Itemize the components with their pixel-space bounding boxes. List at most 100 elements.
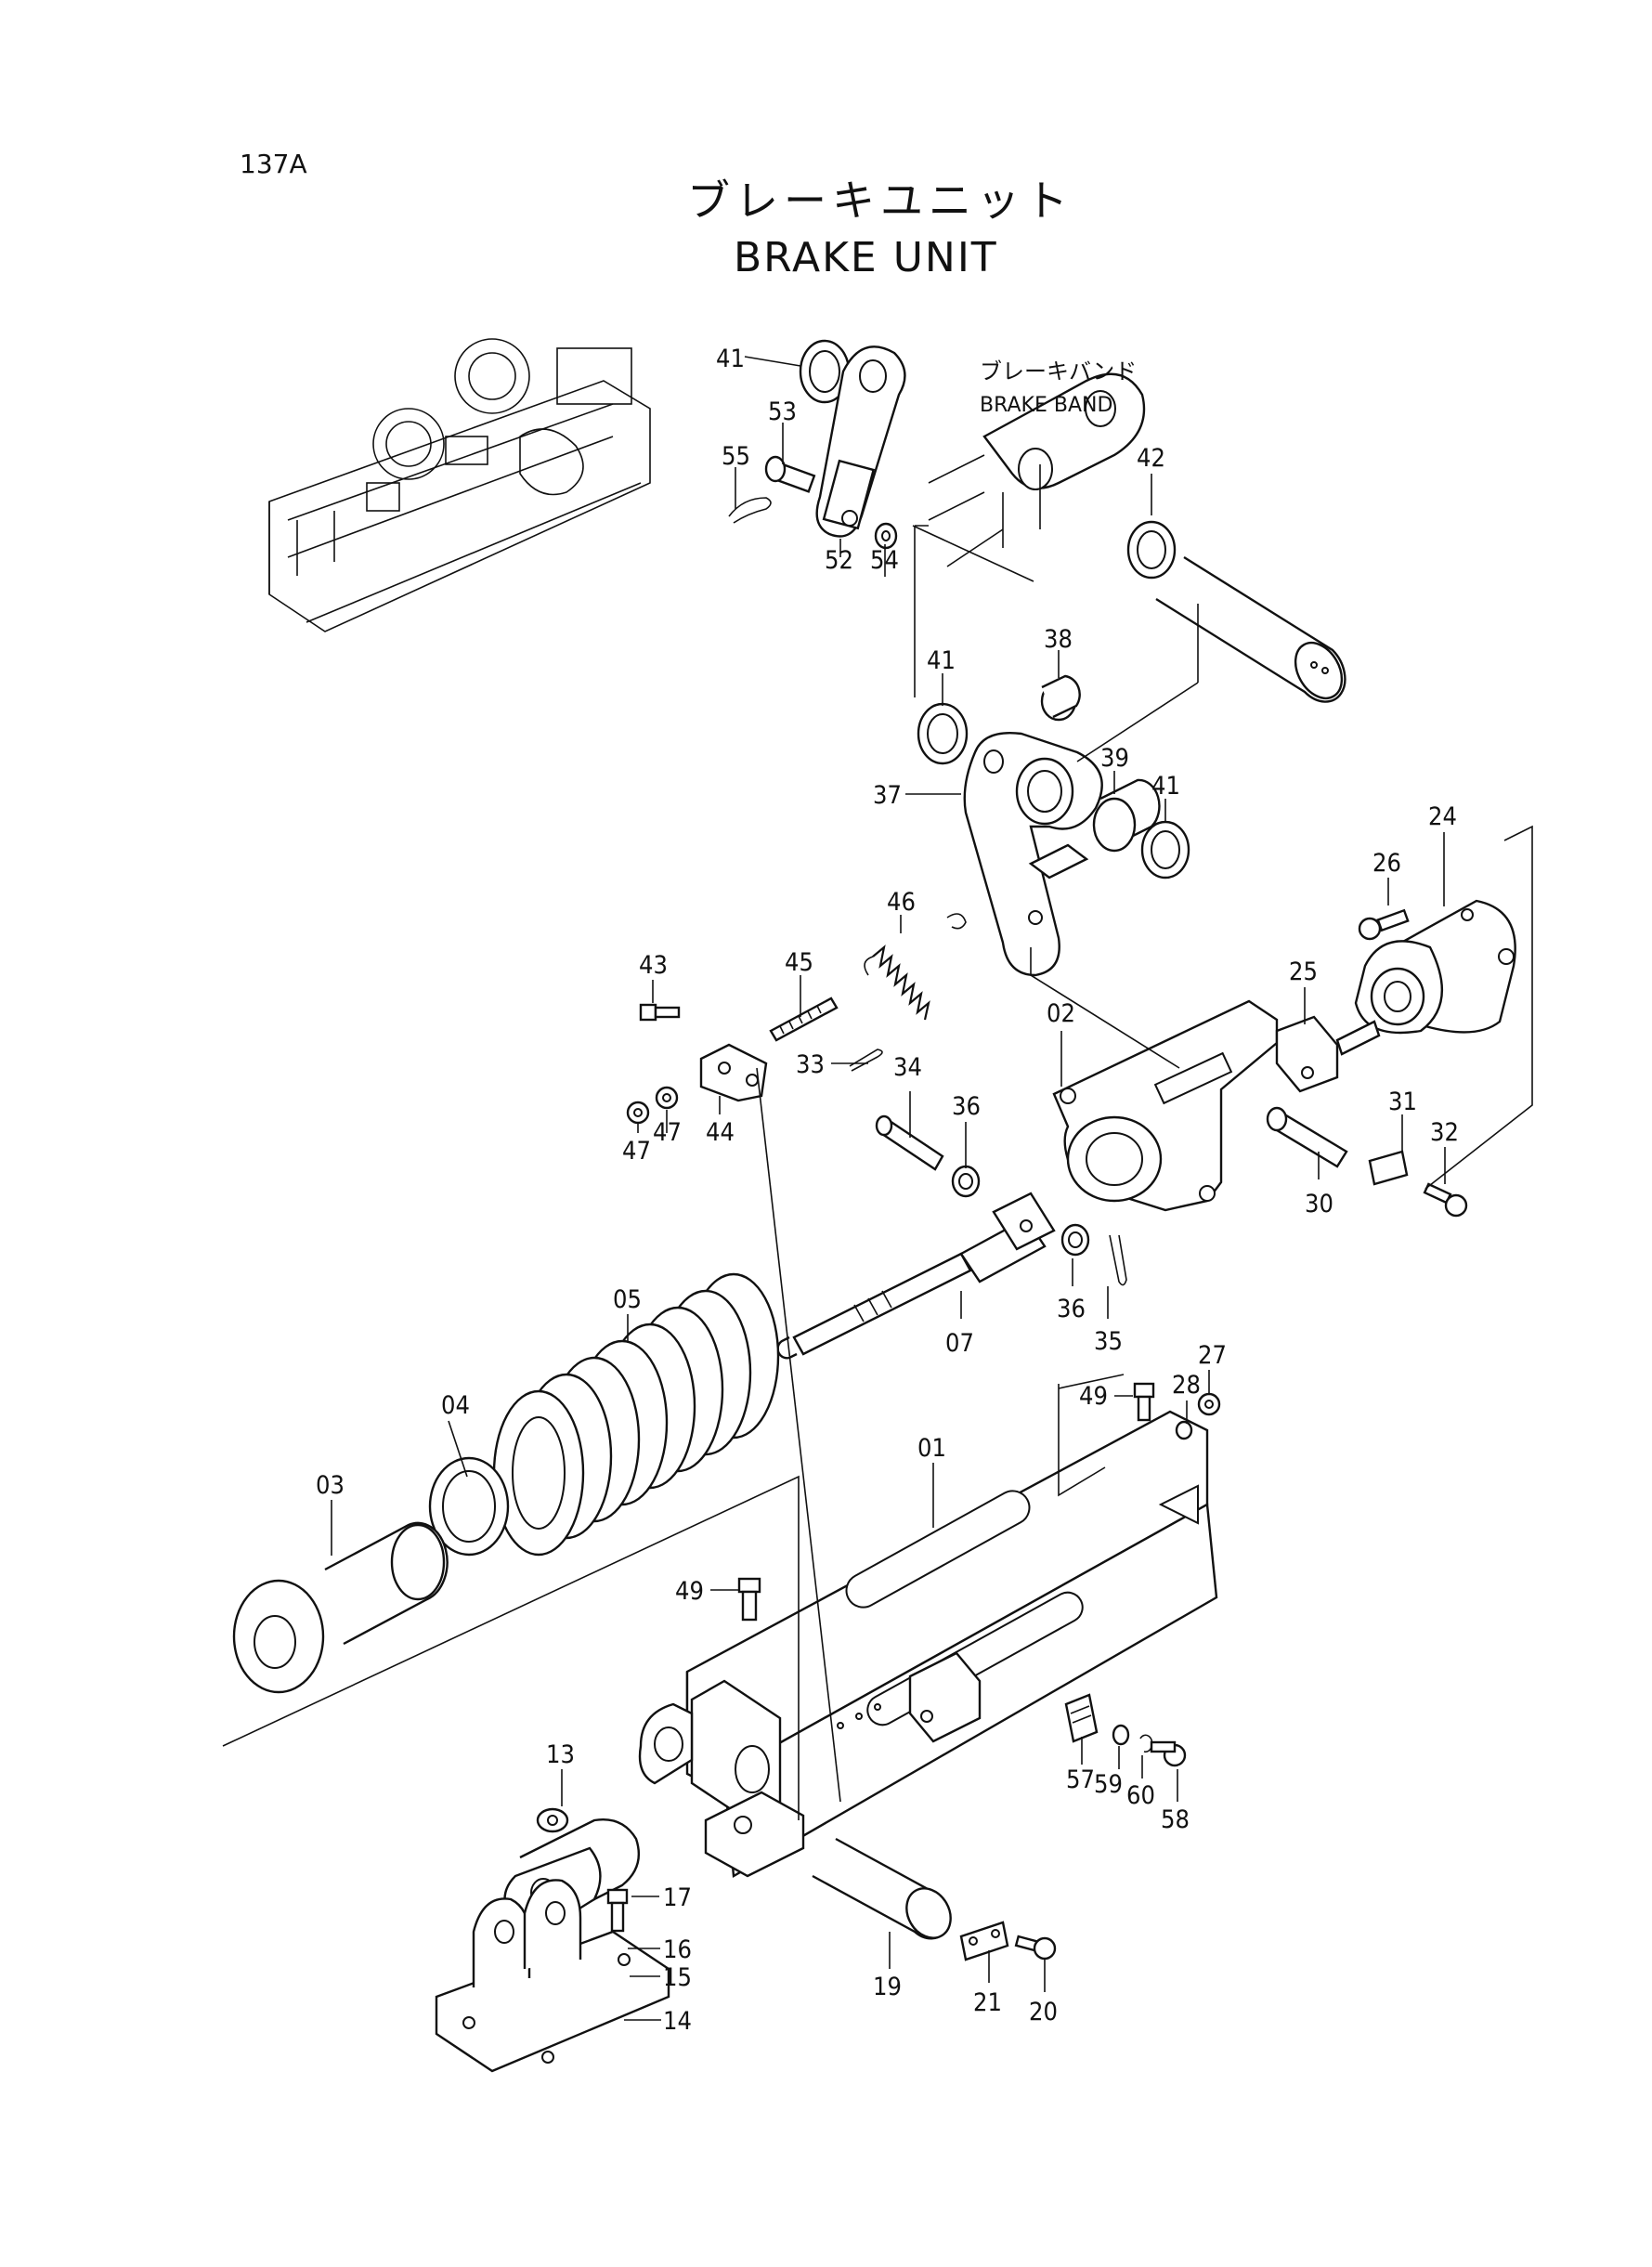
label-47-a: 47 (622, 1137, 651, 1166)
ring-60 (1139, 1734, 1153, 1753)
label-31: 31 (1388, 1088, 1417, 1116)
bushing-38 (1040, 674, 1081, 722)
washer-36-top (951, 1165, 981, 1198)
label-25: 25 (1289, 958, 1318, 986)
seal-41-right (1140, 820, 1190, 879)
bolt-43 (639, 1003, 681, 1022)
label-58: 58 (1161, 1805, 1190, 1834)
label-44: 44 (706, 1118, 735, 1147)
label-27: 27 (1198, 1341, 1227, 1370)
brake-band-label-en: BRAKE BAND (980, 394, 1112, 417)
label-60: 60 (1126, 1781, 1155, 1810)
label-47-b: 47 (653, 1118, 682, 1147)
label-20: 20 (1029, 1998, 1058, 2026)
label-41-mid: 41 (927, 646, 956, 675)
pin-34 (875, 1114, 944, 1171)
label-03: 03 (316, 1471, 345, 1500)
washer-36-bottom (1060, 1223, 1090, 1257)
label-57: 57 (1066, 1765, 1095, 1794)
label-46: 46 (887, 888, 916, 917)
nut-47-a (626, 1101, 650, 1125)
label-14: 14 (663, 2007, 692, 2036)
bolt-32 (1423, 1182, 1468, 1218)
label-43: 43 (639, 951, 668, 980)
title-japanese: ブレーキユニット (687, 176, 1073, 226)
label-16: 16 (663, 1935, 692, 1964)
label-59: 59 (1094, 1770, 1123, 1799)
label-37: 37 (873, 781, 902, 810)
label-17: 17 (663, 1883, 692, 1912)
label-04: 04 (441, 1391, 470, 1420)
label-53: 53 (768, 397, 797, 426)
nut-47-b (655, 1086, 679, 1110)
label-21: 21 (973, 1988, 1002, 2017)
sleeve-03 (232, 1521, 449, 1694)
label-55: 55 (722, 442, 750, 471)
pin-19 (812, 1837, 952, 1940)
pin-53 (764, 455, 816, 493)
base-14 (435, 1879, 670, 2073)
label-19: 19 (873, 1973, 902, 2001)
part-number-labels: 41 53 55 52 54 42 41 38 37 39 41 46 45 4… (316, 345, 1459, 2036)
label-36-bottom: 36 (1057, 1295, 1086, 1323)
label-33: 33 (796, 1050, 825, 1079)
location-sketch (268, 338, 651, 632)
pin-30 (1266, 1106, 1348, 1168)
label-39: 39 (1100, 744, 1129, 773)
label-24: 24 (1428, 802, 1457, 831)
frame-01 (638, 1410, 1218, 1878)
plate-21 (959, 1921, 1009, 1961)
leader-lines (331, 356, 1446, 2021)
nut-27 (1197, 1392, 1221, 1416)
cylinder-24 (1354, 899, 1516, 1035)
label-38: 38 (1044, 625, 1073, 654)
guide-lines (222, 525, 1533, 1820)
label-07: 07 (945, 1329, 974, 1358)
seal-41-top (799, 339, 851, 404)
label-35: 35 (1094, 1327, 1123, 1356)
washer-54 (874, 522, 898, 550)
bracket-02 (1052, 999, 1279, 1212)
rod-07 (776, 1192, 1056, 1360)
label-49-top: 49 (1079, 1382, 1108, 1411)
brake-band-assembly: ブレーキバンド BRAKE BAND (928, 358, 1146, 567)
bolt-49-top (1133, 1382, 1155, 1422)
label-42: 42 (1137, 444, 1165, 473)
washer-59 (1112, 1724, 1130, 1746)
lever-37 (963, 732, 1103, 977)
bracket-44 (699, 1043, 768, 1102)
label-36-top: 36 (952, 1092, 981, 1121)
label-01: 01 (917, 1434, 946, 1463)
washer-28 (1175, 1420, 1193, 1440)
label-26: 26 (1372, 849, 1401, 878)
label-34: 34 (893, 1053, 922, 1082)
bolt-49-mid (737, 1577, 761, 1622)
label-41-top: 41 (716, 345, 745, 373)
cotter-33 (849, 1049, 883, 1072)
label-49-mid: 49 (675, 1577, 704, 1606)
rod-45 (769, 997, 839, 1042)
label-54: 54 (870, 546, 899, 575)
label-32: 32 (1430, 1118, 1459, 1147)
seal-41-mid (917, 702, 969, 765)
label-05: 05 (613, 1285, 642, 1314)
page-code: 137A (240, 149, 307, 179)
plate-57 (1064, 1693, 1099, 1743)
seat-04 (428, 1456, 510, 1557)
label-13: 13 (546, 1740, 575, 1769)
cotter-35 (1109, 1234, 1127, 1286)
plate-31 (1368, 1150, 1409, 1186)
label-52: 52 (825, 546, 853, 575)
label-02: 02 (1047, 999, 1075, 1028)
label-41-right: 41 (1151, 772, 1180, 801)
title-english: BRAKE UNIT (734, 234, 998, 281)
label-45: 45 (785, 948, 813, 977)
bushing-39 (1092, 778, 1161, 853)
shaft-part (1155, 555, 1346, 703)
cotter-55 (728, 497, 772, 524)
spring-05 (492, 1272, 780, 1557)
label-15: 15 (663, 1963, 692, 1992)
piston-25 (1275, 1015, 1381, 1093)
bolt-58 (1150, 1740, 1187, 1767)
